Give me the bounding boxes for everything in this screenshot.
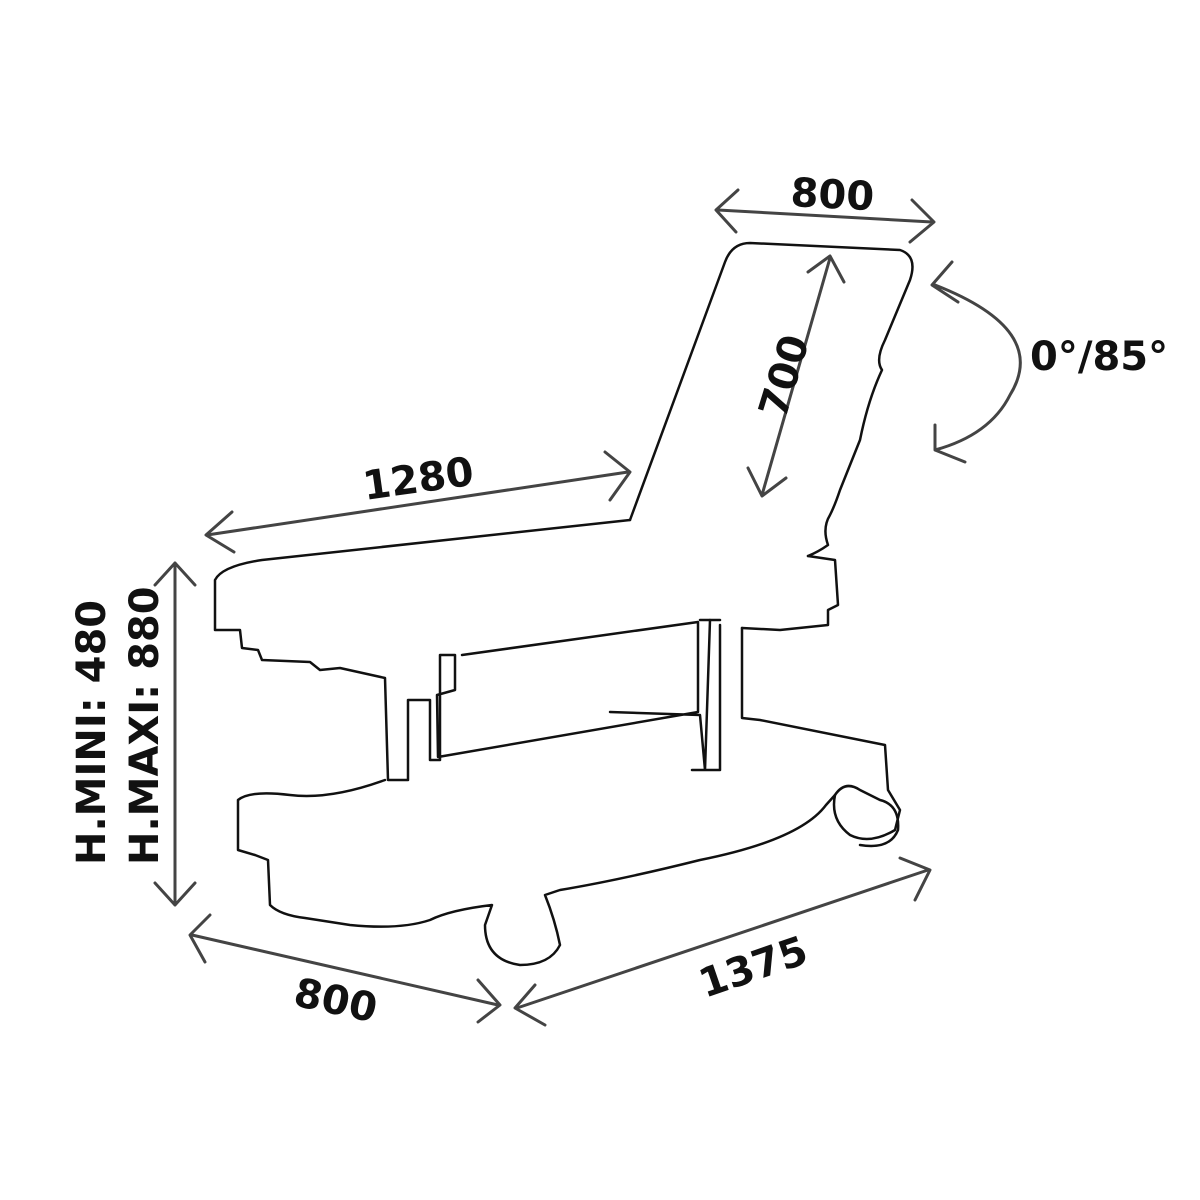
arrow-backrest-angle (930, 260, 1022, 464)
arrow-seat-length (204, 450, 632, 554)
arrow-base-length (513, 856, 932, 1027)
backrest-width-label: 800 (789, 170, 875, 220)
arrow-backrest-width (714, 188, 936, 244)
base-wheel-outline (833, 784, 900, 848)
backrest-outline (628, 241, 914, 558)
arrow-backrest-length (746, 254, 846, 498)
seat-outline (213, 518, 902, 967)
backrest-length-label: 700 (751, 330, 819, 423)
backrest-angle-label: 0°/85° (1030, 334, 1168, 380)
base-length-label: 1375 (693, 928, 813, 1008)
height-min-label: H.MINI: 480 (69, 600, 115, 865)
arrow-base-width (188, 913, 502, 1024)
height-max-label: H.MAXI: 880 (122, 586, 168, 865)
seat-side-outline (698, 554, 840, 632)
base-width-label: 800 (290, 970, 381, 1032)
table-outline (213, 241, 914, 967)
seat-length-label: 1280 (360, 449, 477, 510)
arrow-height (153, 561, 197, 907)
